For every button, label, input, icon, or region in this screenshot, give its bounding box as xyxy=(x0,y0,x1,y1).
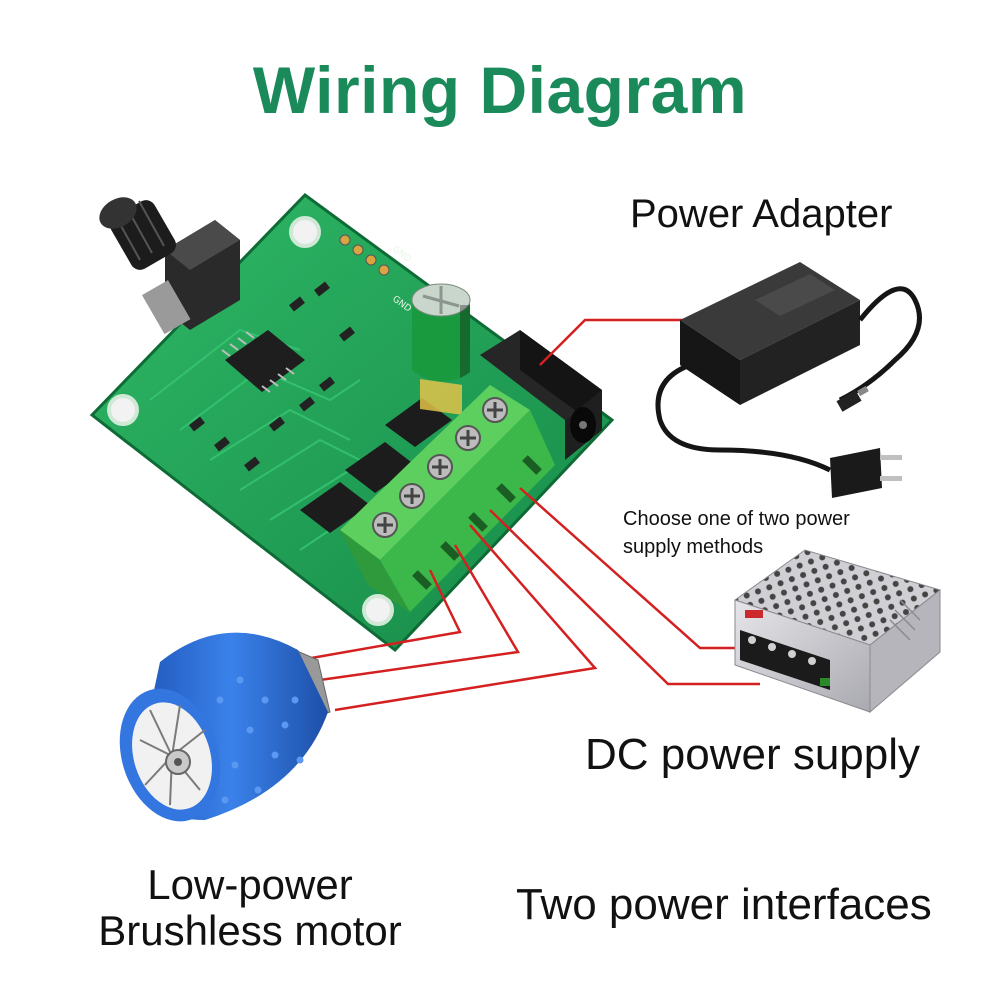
wire-motor-3 xyxy=(334,524,598,712)
mounting-hole-icon xyxy=(107,216,394,626)
power-adapter-label: Power Adapter xyxy=(630,192,893,236)
ic-chip-icon xyxy=(221,330,305,393)
choose-note-line-1: Choose one of two power xyxy=(623,508,850,530)
page-title: Wiring Diagram xyxy=(252,53,748,127)
header-pins xyxy=(339,234,390,276)
choose-note-line-2: supply methods xyxy=(623,536,764,558)
brushless-motor-icon xyxy=(119,632,331,822)
potentiometer-icon xyxy=(99,197,240,335)
dc-power-supply-label: DC power supply xyxy=(585,730,921,779)
driver-board: GND GND xyxy=(89,193,615,653)
power-supply-icon xyxy=(733,549,942,714)
dc-jack-icon xyxy=(480,330,602,460)
capacitor-icon xyxy=(411,283,471,415)
motor-label-line-2: Brushless motor xyxy=(98,907,402,954)
terminal-block xyxy=(340,385,555,612)
two-interfaces-label: Two power interfaces xyxy=(516,880,932,929)
terminal-screw-icon xyxy=(372,397,508,538)
power-adapter-icon xyxy=(655,262,922,498)
wire-motor-2 xyxy=(319,544,521,682)
wire-psu-positive xyxy=(519,487,740,650)
wire-adapter xyxy=(539,318,690,366)
motor-label-line-1: Low-power xyxy=(147,861,353,908)
choose-supply-note: Choose one of two power supply methods xyxy=(623,505,923,561)
wire-motor-1 xyxy=(299,569,462,662)
wires xyxy=(299,318,760,712)
wire-psu-negative xyxy=(489,509,760,686)
motor-label: Low-power Brushless motor xyxy=(60,862,440,954)
